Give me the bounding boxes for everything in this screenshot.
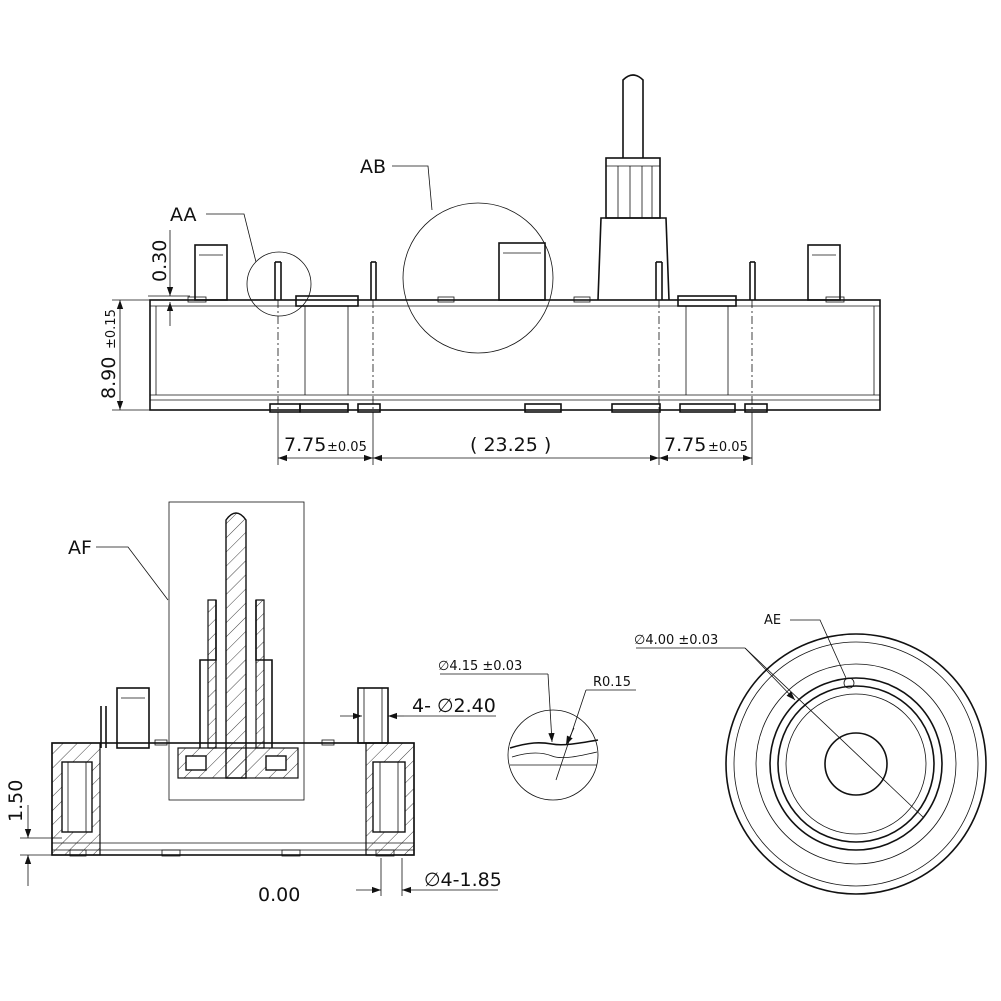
dim-4-185-text: ∅4-1.85 <box>424 869 502 891</box>
dim-1-50: 1.50 <box>5 780 62 886</box>
ae-label: AE <box>764 613 781 628</box>
dim-4-185: ∅4-1.85 <box>356 858 502 896</box>
dim-8-90: 8.90 ±0.15 <box>98 299 150 411</box>
dim-1-50-text: 1.50 <box>5 780 27 822</box>
round-view: ∅4.00 ±0.03 AE <box>634 613 987 895</box>
dim-4-240-text: 4- ∅2.40 <box>412 695 496 717</box>
front-view <box>149 74 881 413</box>
af-callout: AF <box>68 537 169 601</box>
dim-0-30-text: 0.30 <box>149 240 171 282</box>
ab-label: AB <box>360 156 386 178</box>
dim-7-75-left-text: 7.75 <box>284 434 326 456</box>
dim-0-00-text: 0.00 <box>258 884 300 906</box>
dim-chain: 7.75 ±0.05 ( 23.25 ) 7.75 ±0.05 <box>277 412 753 465</box>
ab-callout: AB <box>360 156 433 211</box>
dim-7-75-right-tol: ±0.05 <box>708 440 748 455</box>
af-label: AF <box>68 537 92 559</box>
dim-400-text: ∅4.00 ±0.03 <box>634 633 718 648</box>
dim-r015-text: R0.15 <box>593 675 631 690</box>
section-view <box>51 501 415 857</box>
dim-23-25-text: ( 23.25 ) <box>470 434 551 456</box>
dim-8-90-text: 8.90 <box>98 357 120 399</box>
aa-label: AA <box>170 204 197 226</box>
detail-ab-zoom: ∅4.15 ±0.03 R0.15 <box>438 659 636 801</box>
dim-4-240: 4- ∅2.40 <box>340 695 496 720</box>
dim-7-75-left-tol: ±0.05 <box>327 440 367 455</box>
dim-8-90-tol: ±0.15 <box>104 309 119 349</box>
dim-415-text: ∅4.15 ±0.03 <box>438 659 522 674</box>
dim-7-75-right-text: 7.75 <box>664 434 706 456</box>
aa-callout: AA <box>170 204 257 263</box>
dim-0-30: 0.30 <box>148 230 190 326</box>
